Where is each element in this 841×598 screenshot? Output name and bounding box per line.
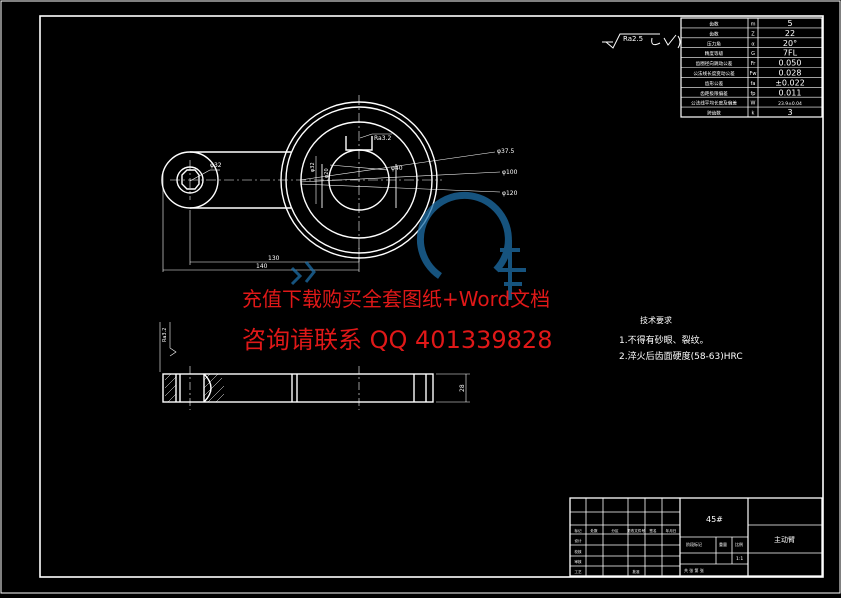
param-symbol: Fw (750, 71, 757, 77)
weight-label: 重量 (719, 541, 727, 547)
param-symbol: k (752, 111, 755, 117)
param-name: 齿数 (709, 30, 719, 37)
material: 45# (706, 515, 723, 524)
param-name: 公法线长度变动公差 (693, 70, 735, 77)
param-value: 7FL (783, 49, 798, 58)
param-value: 0.011 (779, 88, 802, 97)
scale-value: 1:1 (736, 556, 743, 562)
title-block-header: 分区 (611, 528, 619, 533)
leader-lines (189, 133, 501, 193)
param-value: 23.9±0.04 (778, 101, 802, 107)
dimension-texts: φ37.5 φ100 φ120 φ40 φ32 φ32 φ20 130 140 … (210, 135, 518, 270)
param-symbol: fa (751, 81, 756, 87)
dim-length2: 140 (256, 263, 268, 270)
section-hatching (164, 373, 225, 403)
tech-req-item-2: 2.淬火后齿面硬度(58-63)HRC (619, 350, 743, 362)
stage-label: 阶段标记 (686, 541, 702, 547)
side-view (162, 373, 434, 403)
param-name: 齿距极限偏差 (700, 90, 728, 97)
param-symbol: fp (751, 91, 756, 97)
title-block-label: 批准 (632, 569, 640, 574)
general-roughness-symbol (602, 33, 681, 49)
dim-d6: φ32 (310, 162, 316, 172)
title-block-header: 标记 (574, 528, 582, 533)
watermark-line-1: 充值下载购买全套图纸+Word文档 (242, 287, 551, 311)
dim-d2: φ100 (502, 169, 518, 176)
title-block-texts: 45# 主动臂 1:1 阶段标记 重量 比例 共 张 第 张 标记 处数 分区 更改文… (574, 515, 795, 574)
param-name: 精度等级 (705, 50, 724, 57)
dim-d1: φ37.5 (497, 148, 515, 155)
side-view-center (189, 366, 360, 410)
part-name: 主动臂 (774, 535, 795, 544)
title-block-label: 审核 (574, 559, 582, 564)
dim-d5: φ32 (210, 162, 222, 169)
param-name: 齿数 (709, 21, 719, 28)
param-name: 齿形公差 (705, 80, 724, 87)
param-name: 压力角 (707, 40, 721, 47)
param-value: 5 (787, 19, 792, 28)
watermark-logo (290, 191, 526, 300)
dim-d3: φ120 (502, 190, 518, 197)
param-value: 20° (783, 39, 797, 48)
param-symbol: G (751, 51, 755, 57)
param-symbol: W (751, 101, 756, 107)
param-name: 公法线平均长度及偏差 (691, 100, 737, 107)
dim-d7: φ20 (324, 168, 330, 178)
param-value: 0.050 (779, 59, 802, 68)
tech-req-item-1: 1.不得有砂眼、裂纹。 (619, 334, 709, 346)
side-dimensions (159, 322, 470, 403)
roughness-general-label: Ra2.5 (623, 35, 643, 43)
param-value: 3 (787, 108, 792, 117)
param-symbol: Fr (751, 61, 757, 67)
title-block-header: 年月日 (666, 528, 677, 533)
param-symbol: α (751, 41, 755, 47)
sheet-text: 共 张 第 张 (684, 567, 704, 573)
title-block-header: 处数 (590, 528, 598, 533)
title-block-header: 签名 (649, 528, 657, 533)
param-value: 22 (785, 29, 795, 38)
param-value: ±0.022 (775, 78, 805, 87)
roughness-side: Ra3.2 (162, 328, 168, 342)
tech-requirements: 技术要求 1.不得有砂眼、裂纹。 2.淬火后齿面硬度(58-63)HRC (619, 315, 743, 362)
title-block (569, 497, 823, 577)
title-block-label: 校核 (574, 549, 582, 554)
param-value: 0.028 (779, 69, 802, 78)
scale-label: 比例 (735, 541, 743, 547)
tech-req-title: 技术要求 (640, 315, 672, 325)
title-block-label: 工艺 (574, 569, 582, 574)
param-name: 齿圈径向跳动公差 (696, 60, 733, 67)
dim-thickness: 28 (459, 384, 466, 392)
dim-d4: φ40 (391, 165, 403, 172)
param-symbol: Z (751, 31, 755, 37)
param-symbol: m (751, 22, 756, 28)
param-name: 跨齿数 (707, 110, 721, 117)
center-lines (170, 95, 442, 262)
watermark-line-2: 咨询请联系 QQ 401339828 (242, 326, 553, 354)
title-block-header: 更改文件号 (627, 528, 645, 533)
title-block-label: 设计 (574, 538, 582, 543)
params-table: 齿数 m 5 齿数 Z 22 压力角 α 20° 精度等级 G 7FL 齿圈径向跳动公差 Fr 0.050 公… (680, 17, 823, 118)
dimension-lines (162, 156, 360, 272)
roughness-keyway: Ra3.2 (374, 135, 391, 142)
inner-frame (39, 15, 824, 578)
dim-length1: 130 (268, 255, 280, 262)
